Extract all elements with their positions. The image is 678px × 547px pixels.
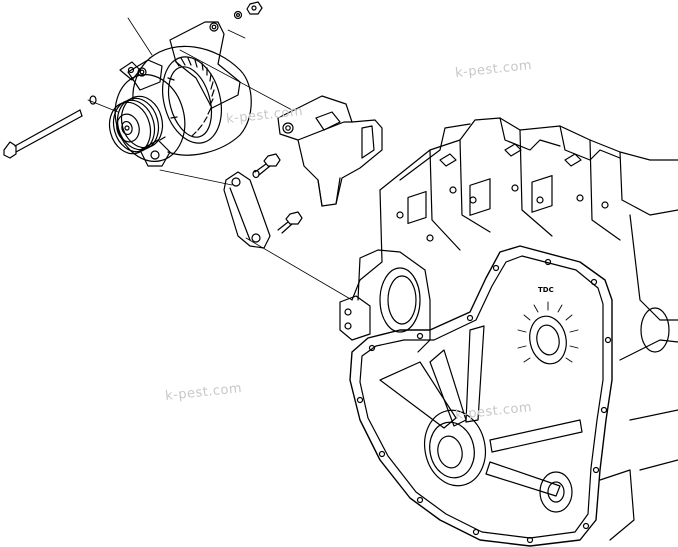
nut-and-washer (233, 1, 263, 20)
timing-marks (517, 301, 579, 363)
tdc-label: TDC (538, 286, 554, 294)
bracket-bolt (252, 153, 281, 179)
engine-block (339, 117, 678, 541)
adjusting-link (223, 171, 271, 249)
timing-gear-cover (349, 245, 613, 547)
link-bolt (277, 211, 303, 234)
cover-bolts (356, 258, 612, 544)
alternator (108, 21, 252, 167)
alternator-support-bracket (277, 95, 383, 207)
alternator-through-bolt (3, 95, 97, 159)
leader-lines (87, 17, 353, 301)
